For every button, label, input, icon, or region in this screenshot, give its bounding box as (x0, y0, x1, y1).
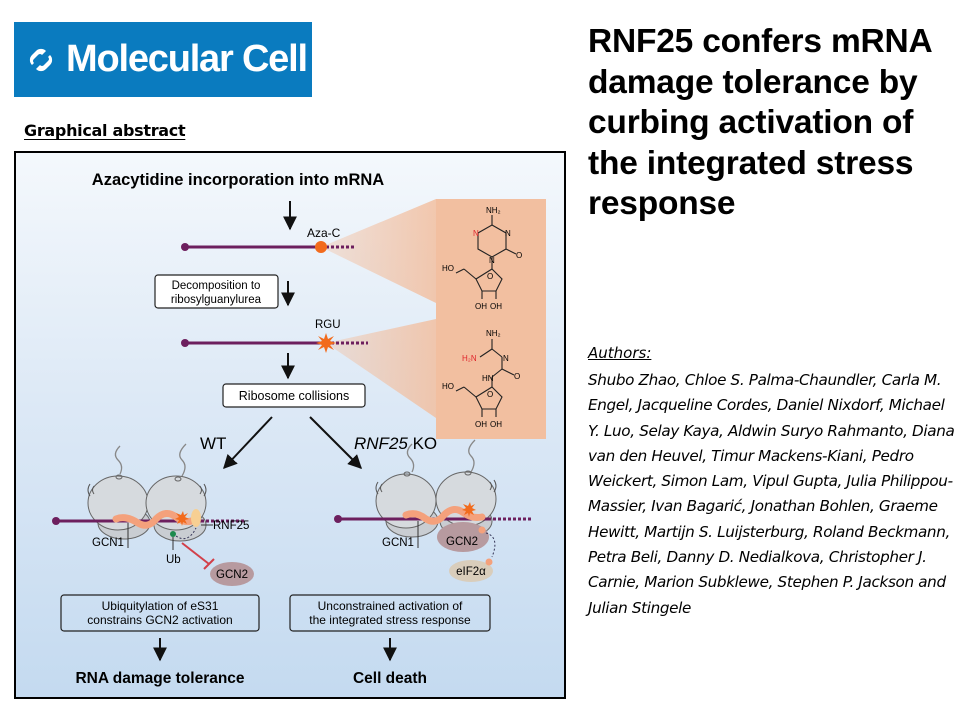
ko-gcn2-label: GCN2 (446, 536, 478, 548)
aza-c-label: Aza-C (307, 226, 341, 240)
ub-dot (170, 531, 176, 537)
chem-label: O (487, 272, 493, 281)
decomposition-text-line2: ribosylguanylurea (171, 294, 262, 306)
arrow-to-wt (223, 416, 273, 470)
chem-panel-rgu (436, 319, 546, 439)
chem-label: OH (475, 302, 487, 311)
rnf25-label: RNF25 (213, 520, 249, 532)
rgu-label: RGU (315, 319, 341, 331)
rnf25-shape (191, 509, 201, 527)
eif2a-label: eIF2α (456, 566, 486, 578)
chem-label: O (516, 251, 522, 260)
chem-label: N (505, 229, 511, 238)
chem-label: N (489, 256, 495, 265)
ko-gcn2-shape (437, 522, 489, 552)
ko-outcome: Cell death (353, 670, 427, 687)
ribosome-collisions-text: Ribosome collisions (239, 389, 349, 403)
wt-mrna-5prime-dot (52, 517, 60, 525)
chem-label: HO (442, 382, 454, 391)
arrow-to-ko (309, 416, 362, 469)
journal-logo: Molecular Cell (14, 22, 312, 97)
chem-label: NH₂ (486, 329, 501, 338)
wt-outcome-box (60, 594, 260, 632)
chem-label: HO (442, 264, 454, 273)
chem-label: O (514, 372, 520, 381)
authors-list: Shubo Zhao, Chloe S. Palma-Chaundler, Ca… (588, 371, 955, 617)
rgu-damage-star (316, 333, 336, 353)
phosphorylation-dashed-arrow (485, 532, 496, 558)
mrna-5prime-dot (181, 243, 189, 251)
chem-label: O (487, 390, 493, 399)
chem-label-highlight: N (473, 229, 479, 238)
graphical-abstract-figure: Azacytidine incorporation into mRNA Aza-… (14, 151, 566, 699)
ko-gcn1-label: GCN1 (382, 537, 414, 549)
eif2a-phospho-dot (485, 558, 493, 566)
ko-gcn2-phospho-dot (478, 526, 486, 534)
decomposition-text-line1: Decomposition to (172, 280, 261, 292)
chem-label-highlight: H₂N (462, 354, 477, 363)
rgu-structure (455, 339, 515, 417)
chem-panel-aza (436, 199, 546, 319)
graphical-abstract-label: Graphical abstract (24, 121, 186, 140)
wt-gcn2-shape (210, 562, 254, 586)
chem-label: OH (490, 302, 502, 311)
eif2a-shape (449, 560, 493, 582)
wt-box-line2: constrains GCN2 activation (87, 613, 232, 627)
inhibition-arrow (181, 542, 210, 565)
chem-label: HN (482, 374, 494, 383)
authors-heading: Authors: (588, 344, 652, 362)
ko-outcome-box (289, 594, 491, 632)
chem-label: NH₂ (486, 206, 501, 215)
azacytidine-structure (455, 215, 517, 299)
cell-press-logo-icon (29, 48, 53, 71)
zoom-cone-aza (321, 199, 436, 303)
mrna-5prime-dot (181, 339, 189, 347)
ko-label: RNF25 KO (354, 434, 437, 453)
wt-gcn2-label: GCN2 (216, 569, 248, 581)
wt-outcome: RNA damage tolerance (75, 670, 244, 687)
wt-damage-star (175, 511, 189, 526)
ko-box-line2: the integrated stress response (309, 613, 471, 627)
ko-box-line1: Unconstrained activation of (318, 599, 463, 613)
ko-collided-ribosomes (375, 439, 497, 538)
ko-mrna-5prime-dot (334, 515, 342, 523)
wt-box-line1: Ubiquitylation of eS31 (102, 599, 219, 613)
ub-label: Ub (166, 554, 181, 566)
wt-gcn1-label: GCN1 (92, 537, 124, 549)
chem-label: N (503, 354, 509, 363)
journal-name: Molecular Cell (66, 38, 308, 80)
chem-label: OH (490, 420, 502, 429)
aza-c-dot (315, 241, 327, 253)
inhibition-bar (203, 558, 215, 570)
chem-label: OH (475, 420, 487, 429)
article-title: RNF25 confers mRNA damage tolerance by c… (588, 23, 932, 222)
decomposition-box (154, 274, 279, 309)
ko-damage-star (462, 502, 476, 517)
wt-label: WT (200, 434, 226, 453)
ribosome-collisions-box (222, 383, 366, 408)
diagram-heading: Azacytidine incorporation into mRNA (92, 171, 385, 189)
